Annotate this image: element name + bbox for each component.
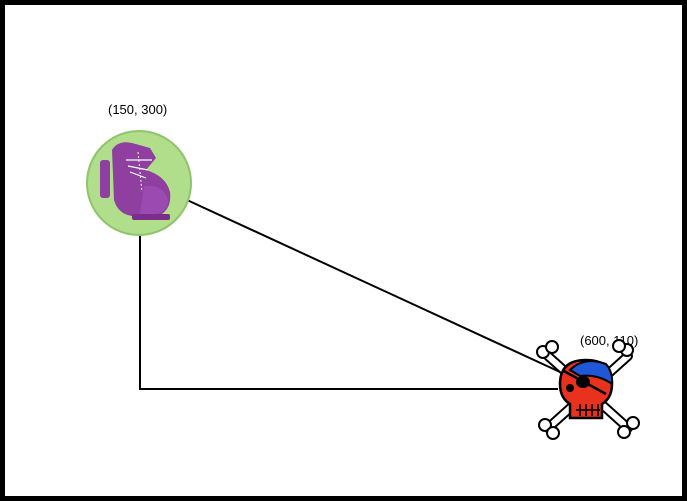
connector-lines bbox=[139, 199, 561, 390]
diagonal-line bbox=[186, 199, 561, 373]
elbow-line bbox=[139, 236, 558, 390]
end-point: (600, 110) bbox=[536, 333, 640, 440]
start-point-label: (150, 300) bbox=[108, 102, 167, 117]
start-point: (150, 300) bbox=[86, 102, 192, 236]
skull-crossbones-icon bbox=[536, 339, 640, 440]
boot-icon bbox=[86, 130, 192, 236]
